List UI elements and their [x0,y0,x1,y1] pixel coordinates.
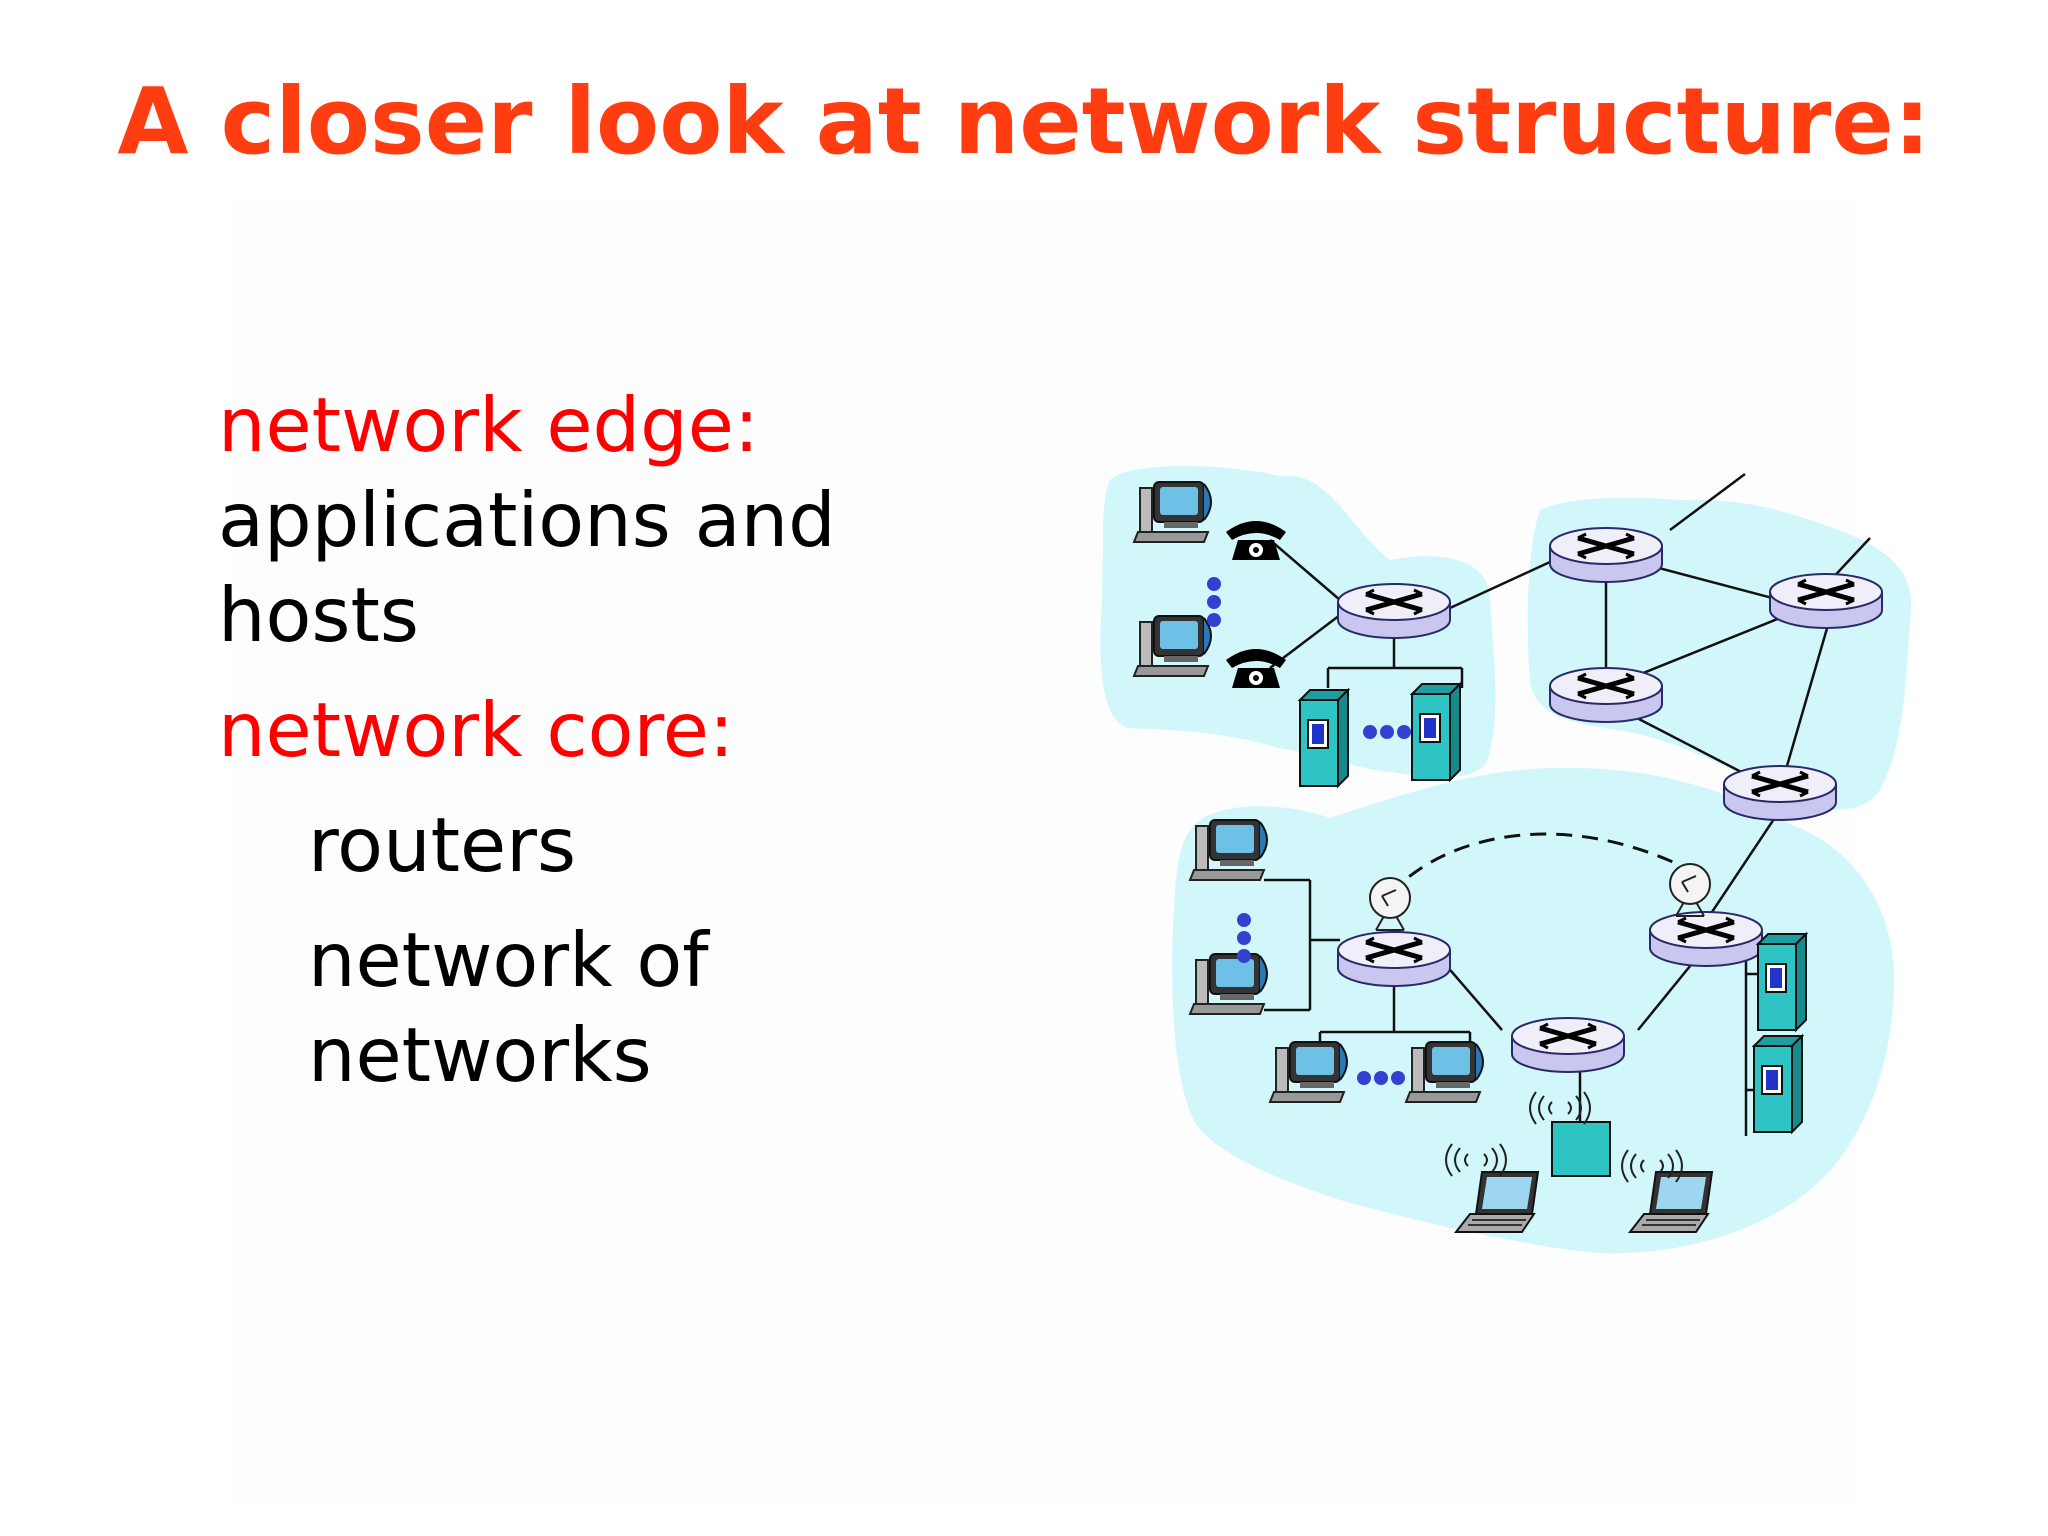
router-icon [1338,932,1450,986]
router-icon [1338,584,1450,638]
slide-title: A closer look at network structure: [117,68,1931,175]
desktop-computer-icon [1405,1041,1484,1103]
server-icon [1757,933,1807,1031]
core-item-routers: routers [308,801,577,889]
desktop-computer-icon [1133,615,1212,677]
desktop-computer-icon [1269,1041,1348,1103]
desktop-computer-icon [1189,819,1268,881]
network-edge-body-line-1: applications and [218,476,836,564]
cloud-bottom [1172,767,1895,1254]
more-servers-dots [1363,725,1411,739]
router-icon [1770,574,1882,628]
satellite-link [1388,832,1691,896]
core-item-network-of-networks-line-1: network of [308,916,709,1004]
server-icon [1299,689,1349,787]
server-icon [1753,1035,1803,1133]
server-icon [1411,683,1461,781]
router-icon [1724,766,1836,820]
wireless-access-point-icon [1551,1121,1611,1177]
router-icon [1550,668,1662,722]
network-edge-body-line-2: hosts [218,571,419,659]
bullet-list: network edge: applications and hosts net… [218,378,1118,1103]
more-hosts-dots [1237,913,1251,963]
network-diagram [1100,466,1912,1254]
router-icon [1550,528,1662,582]
network-edge-heading: network edge: [218,381,760,469]
more-hosts-dots [1357,1071,1405,1085]
router-icon [1512,1018,1624,1072]
more-hosts-dots [1207,577,1221,627]
core-item-network-of-networks-line-2: networks [308,1011,652,1099]
network-core-heading: network core: [218,686,735,774]
desktop-computer-icon [1189,953,1268,1015]
cloud-top-left [1100,466,1496,778]
router-icon [1650,912,1762,966]
desktop-computer-icon [1133,481,1212,543]
